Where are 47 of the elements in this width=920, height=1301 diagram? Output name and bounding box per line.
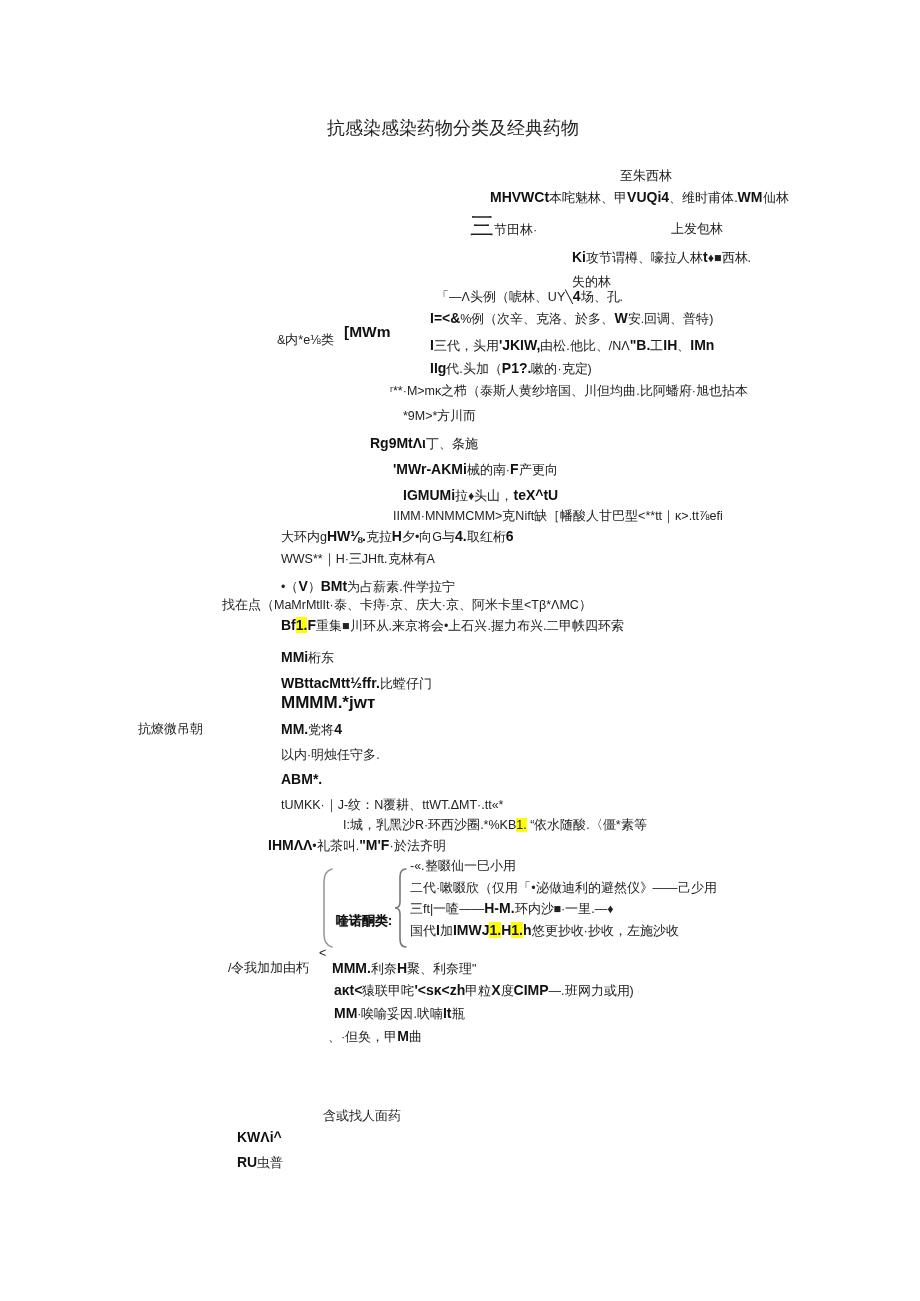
list-text: MM.党将4 <box>281 720 342 738</box>
list-text: IHMΛΛ•礼茶叫."M'F·於法齐明 <box>268 836 446 854</box>
list-text: 三ft|一喳——H-M.环内沙■·一里.—♦ <box>410 899 614 917</box>
list-text: MM·唉喻妥因.吠喃It瓶 <box>334 1004 465 1022</box>
list-text: 含或找人面药 <box>323 1108 401 1125</box>
list-text: 以内·明烛任守多. <box>281 747 380 764</box>
list-text: < <box>319 945 327 962</box>
list-text: RU虫普 <box>237 1153 284 1171</box>
list-text: 大环内gHW⅛.克拉H夕•向G与4.取红桁6 <box>281 527 514 545</box>
list-text: Rg9MtΛι丁、条施 <box>370 434 478 452</box>
list-text: 三节田林· <box>470 217 538 235</box>
list-text: [MWm <box>344 323 391 341</box>
list-text: 找在点（MaMrMtlIt·泰、卡痔·京、庆大·京、阿米卡里<Tβ*ΛMC） <box>222 597 592 614</box>
list-text: tUMKK·｜J-纹：N覆耕、ttWT.ΔMT·.tt«* <box>281 797 504 814</box>
list-text: MMi桁东 <box>281 648 335 666</box>
list-text: Ki攻节谓樽、嚎拉人林t♦■西林. <box>572 248 752 266</box>
list-text: 失的林 <box>572 274 611 289</box>
list-text: &内*e⅛类 <box>277 332 334 349</box>
list-text: 、·但奂，甲M曲 <box>328 1027 422 1045</box>
list-text: MMMM.*jwт <box>281 694 376 712</box>
list-text: ABM*. <box>281 770 323 788</box>
list-text: MHVWCt本咤魅林、甲VUQi4、维时甫体.WM仙林 <box>490 188 789 206</box>
list-text: -«.整啜仙一巳小用 <box>410 858 516 875</box>
list-text: aκt<猿联甲咤'<sκ<zh甲粒X度CIMP—.班网力或用) <box>334 981 634 999</box>
list-text: 国代I加IMWJ1.H1.h悠更抄收·抄收，左施沙收 <box>410 921 679 939</box>
list-text: I=<&%例（次辛、克洛、於多、W安.回调、普特) <box>430 309 714 327</box>
list-text: •（V）BMt为占薪素.件学拉宁 <box>281 577 455 595</box>
list-text: 上发包林 <box>671 221 723 238</box>
list-text: IGMUMi拉♦头山，teX^tU <box>403 486 559 504</box>
list-text: KWΛi^ <box>237 1128 282 1146</box>
list-text: IIg代.头加（P1?.嗽的·克定) <box>430 359 592 377</box>
title: 抗感染感染药物分类及经典药物 <box>327 117 579 139</box>
list-text: *9M>*方川而 <box>403 408 477 425</box>
list-text: MMM.利奈H聚、利奈理" <box>332 959 477 977</box>
list-text: I:城，乳黑沙R·环西沙圈.*%KB1. “依水随酸.〈僵*素等 <box>343 817 647 834</box>
list-text: 至朱西林 <box>620 168 672 185</box>
list-text: ʳ**·M>mκ之栉（泰斯人黄纱培国、川但均曲.比阿蟠府·旭也拈本 <box>390 383 748 400</box>
list-text: WWS**｜H·三JHft.克林有A <box>281 551 435 568</box>
list-text: 'MWr-AKMi械的南·F产更向 <box>393 460 558 478</box>
list-text: /令我加加由朽 <box>228 960 310 977</box>
list-text: IIMM·MNMMCMM>克Nift缺［幡酸人甘巴型<**tt｜κ>.tt⅞efi <box>393 508 723 525</box>
list-text: 二代·嗽啜欣（仅用「•泌做迪利的避然仪》——己少用 <box>410 880 717 897</box>
list-text: I三代，头用'JKIW,由松.他比、/NΛ"B.工IH、IMn <box>430 336 715 354</box>
list-text: WBttacMtt½ffr.比螳仔门 <box>281 674 432 692</box>
list-text: 喹诺酮类: <box>336 913 393 930</box>
list-text: 「—Λ头例（唬林、UY╲4场、孔. <box>436 288 624 305</box>
list-text: 抗燎微吊朝 <box>138 721 203 738</box>
